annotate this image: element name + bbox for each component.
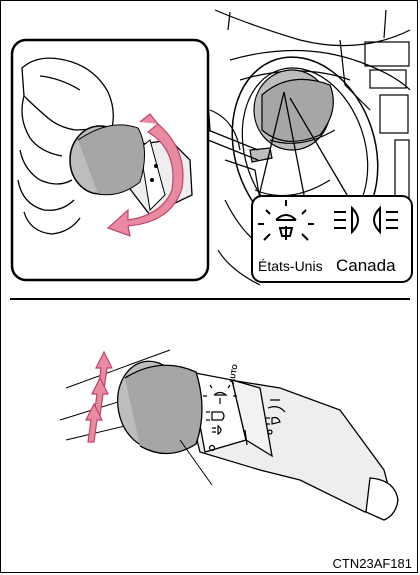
- combination-switch-stalk: [111, 356, 398, 520]
- push-up-arrow-icon: [86, 352, 112, 442]
- figure-code: CTN23AF181: [333, 556, 412, 571]
